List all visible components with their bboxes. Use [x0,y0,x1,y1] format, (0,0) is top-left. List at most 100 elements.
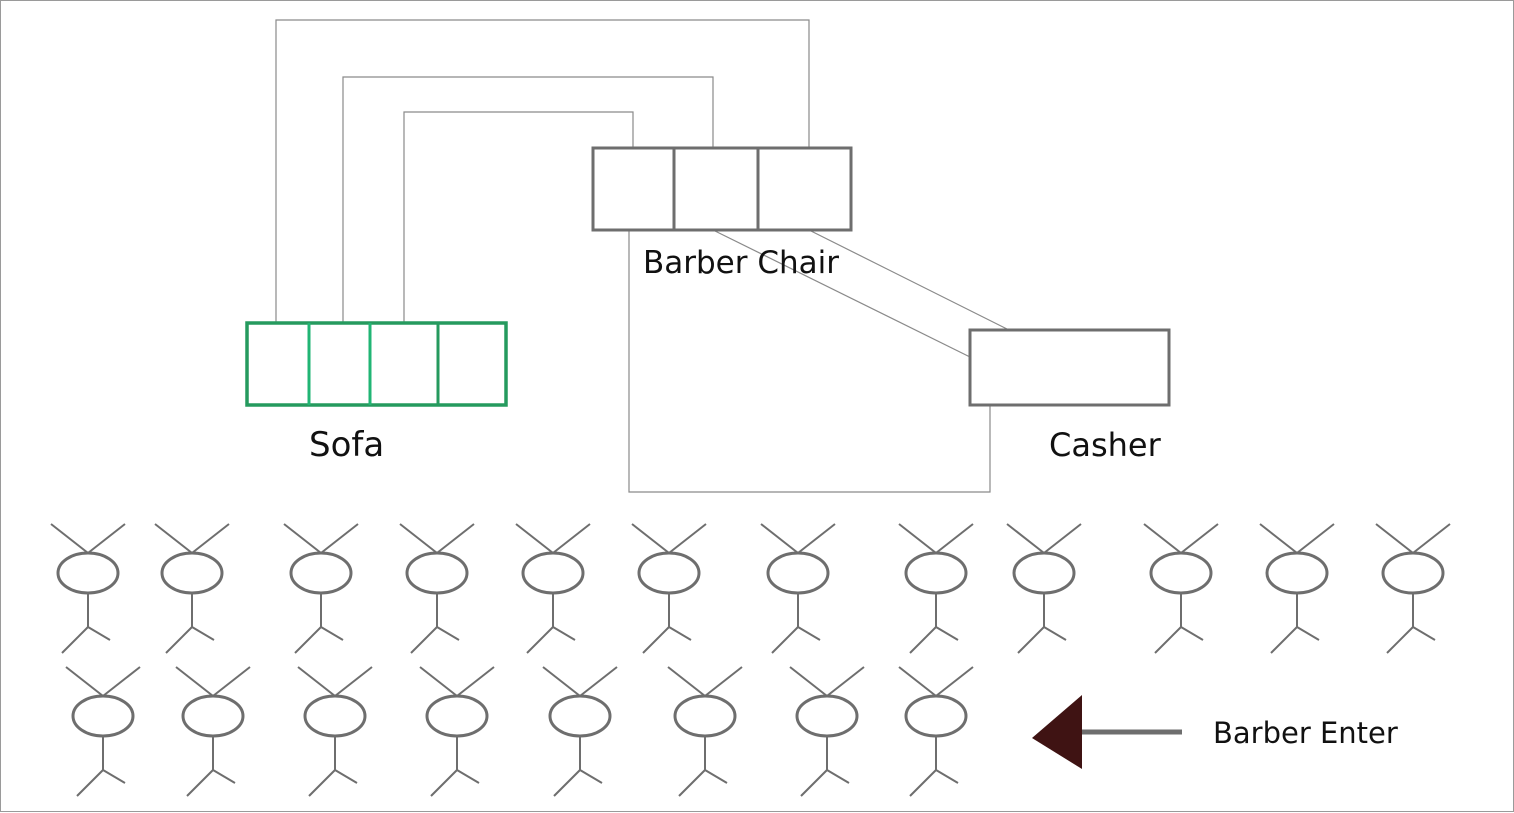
figure-head [1381,551,1445,595]
figure-arm [542,666,581,697]
figure-arm [1412,523,1451,554]
figure-arm [1259,523,1298,554]
barber-chair-label: Barber Chair [643,245,839,281]
figure-arm [1006,523,1045,554]
figure-arm [399,523,438,554]
figure-head [766,551,830,595]
figure-arm [436,523,475,554]
figure-arm [935,523,974,554]
sofa-to-chair-connectors [275,19,810,323]
figure-leg [1296,626,1320,641]
customer-figure [419,666,495,797]
figure-arm [552,523,591,554]
customer-figure [283,523,359,654]
figure-leg [430,769,458,797]
figure-arm [579,666,618,697]
figure-arm [935,666,974,697]
figure-arm [1296,523,1335,554]
figure-leg [1017,626,1045,654]
figure-arm [297,666,336,697]
figure-arm [283,523,322,554]
customer-figure [898,666,974,797]
figure-leg [909,626,937,654]
figure-arm [87,523,126,554]
figure-leg [308,769,336,797]
figure-arm [631,523,670,554]
figure-head [1012,551,1076,595]
figure-head [904,694,968,738]
figure-leg [935,626,959,641]
figure-arm [1180,523,1219,554]
figure-leg [191,626,215,641]
figure-leg [579,769,603,784]
figure-leg [909,769,937,797]
figure-leg [1154,626,1182,654]
figure-arm [704,666,743,697]
figure-head [181,694,245,738]
connector-chair3-casher [808,229,1010,331]
figure-leg [1386,626,1414,654]
figure-head [795,694,859,738]
casher-outline [968,328,1171,407]
customer-figure [789,666,865,797]
figure-arm [1375,523,1414,554]
customers-row-1 [50,523,1451,654]
figure-leg [668,626,692,641]
figure-leg [76,769,104,797]
figure-arm [1143,523,1182,554]
connector-casher-loop [628,230,991,493]
connector-chair2-casher [712,229,971,358]
customers-row-2 [65,666,974,797]
customer-figure [1006,523,1082,654]
customer-figure [1259,523,1335,654]
customer-figure [631,523,707,654]
barber-chair-block: Barber Chair [591,146,853,281]
customer-figure [515,523,591,654]
casher-block: Casher [968,328,1171,464]
figure-arm [419,666,458,697]
figure-arm [1043,523,1082,554]
figure-leg [186,769,214,797]
customer-figure [65,666,141,797]
connector-inner [403,111,634,323]
customer-figure [760,523,836,654]
figure-leg [61,626,89,654]
figure-arm [102,666,141,697]
figure-arm [191,523,230,554]
figure-leg [1180,626,1204,641]
figure-head [56,551,120,595]
figure-head [1149,551,1213,595]
figure-leg [704,769,728,784]
customer-figure [1375,523,1451,654]
figure-head [71,694,135,738]
figure-head [673,694,737,738]
figure-arm [212,666,251,697]
figure-head [289,551,353,595]
figure-arm [898,523,937,554]
figure-head [548,694,612,738]
figure-leg [797,626,821,641]
figure-arm [667,666,706,697]
customer-figure [667,666,743,797]
figure-leg [678,769,706,797]
figure-arm [668,523,707,554]
figure-leg [526,626,554,654]
figure-leg [1270,626,1298,654]
figure-head [405,551,469,595]
connector-middle [342,76,714,323]
figure-head [521,551,585,595]
figure-arm [797,523,836,554]
customer-figure [297,666,373,797]
figure-arm [334,666,373,697]
figure-arm [154,523,193,554]
figure-leg [87,626,111,641]
figure-arm [789,666,828,697]
sofa-outline [245,321,508,407]
figure-leg [553,769,581,797]
figure-leg [1412,626,1436,641]
figure-head [303,694,367,738]
figure-leg [935,769,959,784]
figure-head [904,551,968,595]
customer-figure [399,523,475,654]
